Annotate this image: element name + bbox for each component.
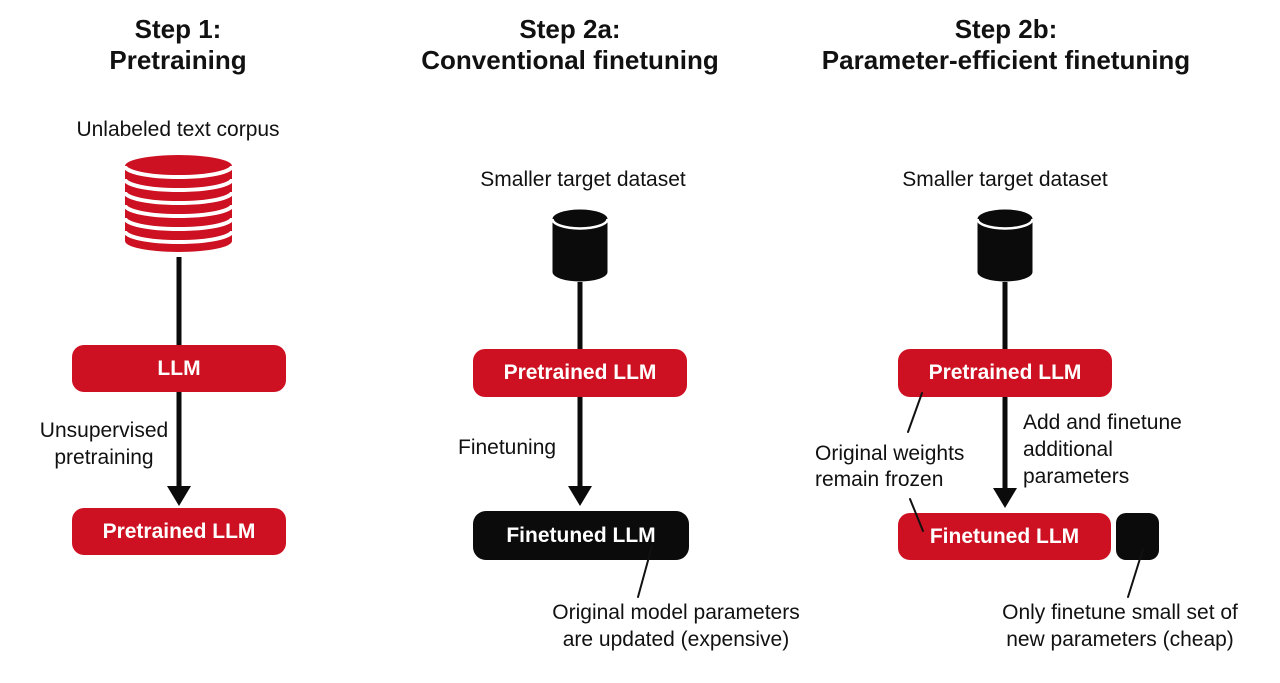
footnote-line: Original model parameters [552,601,800,624]
step2b-title-line2: Parameter-efficient finetuning [821,45,1191,75]
step2a-title-line2: Conventional finetuning [421,45,719,75]
footnote-line: new parameters (cheap) [1006,628,1234,651]
note-line: parameters [1023,465,1130,488]
pretrained-llm-box: Pretrained LLM [473,349,687,397]
step1-title-line1: Step 1: [134,14,222,44]
step2a-footnote: Original model parameters are updated (e… [526,599,826,653]
step2a-title: Step 2a: Conventional finetuning [410,14,730,76]
pretrained-llm-box: Pretrained LLM [72,508,286,555]
unsupervised-pretraining-label: Unsupervised pretraining [24,417,184,471]
step2b-title: Step 2b: Parameter-efficient finetuning [795,14,1217,76]
note-line: remain frozen [815,468,944,491]
note-line: additional [1023,438,1113,461]
label-line: pretraining [54,446,154,469]
step2a-dataset-label: Smaller target dataset [480,168,686,191]
new-parameters-chip [1116,513,1159,560]
note-line: Original weights [815,442,965,465]
finetuned-llm-box: Finetuned LLM [473,511,689,560]
step1-title-line2: Pretraining [109,45,247,75]
step1-title: Step 1: Pretraining [28,14,328,76]
step1-dataset-label: Unlabeled text corpus [76,118,280,141]
database-icon [976,209,1034,282]
footnote-line: Only finetune small set of [1002,601,1238,624]
step2b-dataset-label: Smaller target dataset [902,168,1108,191]
note-line: Add and finetune [1023,411,1182,434]
pretrained-llm-box: Pretrained LLM [898,349,1112,397]
add-finetune-note: Add and finetune additional parameters [1023,409,1182,490]
database-stack-icon [123,155,234,252]
step2b-footnote: Only finetune small set of new parameter… [970,599,1270,653]
original-weights-note: Original weights remain frozen [815,441,964,493]
finetuning-label: Finetuning [458,436,557,459]
footnote-line: are updated (expensive) [562,628,790,651]
label-line: Unsupervised [39,419,169,442]
llm-box: LLM [72,345,286,392]
database-icon [551,209,609,282]
step2a-title-line1: Step 2a: [519,14,621,44]
step2b-title-line1: Step 2b: [954,14,1058,44]
finetuned-llm-box: Finetuned LLM [898,513,1111,560]
